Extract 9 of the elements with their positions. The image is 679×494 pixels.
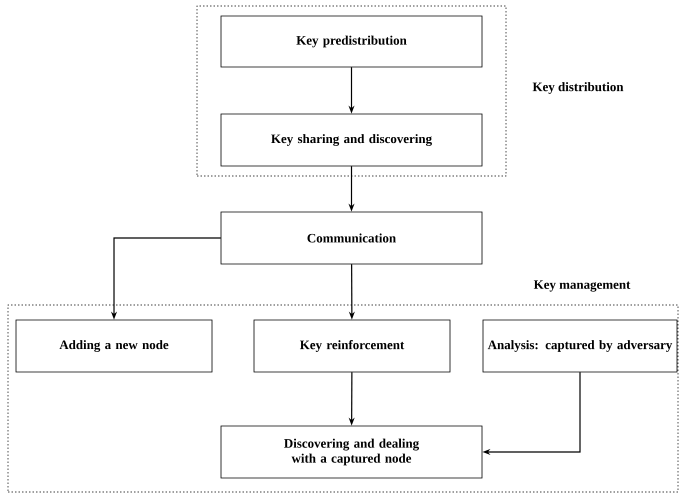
process-box: Key sharing and discovering [220, 114, 482, 166]
process-box: Key reinforcement [254, 320, 450, 372]
process-box: Communication [220, 212, 482, 264]
process-box: Analysis: captured by adversary [482, 320, 678, 372]
process-box: Discovering and dealing with a captured node [220, 426, 482, 478]
group-label: Key distribution [532, 82, 624, 94]
process-box: Key predistribution [220, 16, 482, 68]
process-box: Adding a new node [16, 320, 212, 372]
group-label: Key management [534, 280, 630, 292]
